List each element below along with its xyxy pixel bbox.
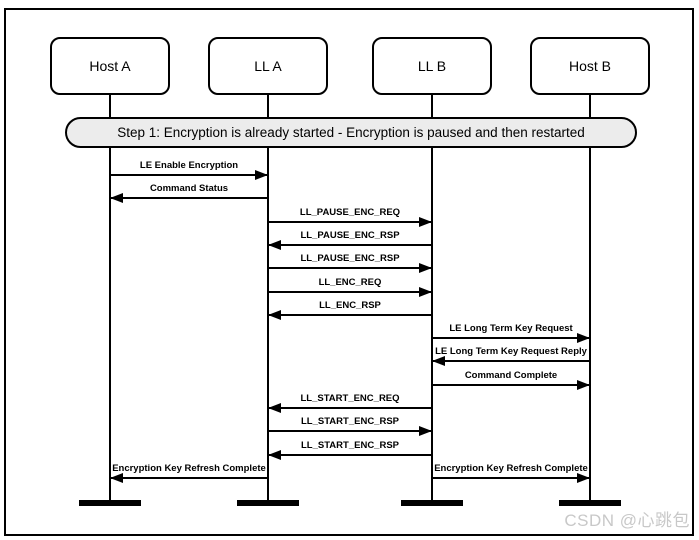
message-label: LL_START_ENC_RSP — [300, 416, 399, 428]
message-arrow-line — [268, 220, 432, 223]
arrowhead-icon — [577, 472, 590, 483]
message-arrow-line — [268, 267, 432, 270]
message-arrow-line — [268, 407, 432, 409]
message-label: LL_PAUSE_ENC_REQ — [299, 206, 401, 218]
message-label: LL_START_ENC_RSP — [300, 439, 399, 451]
arrowhead-icon — [419, 263, 432, 274]
message-arrow-line — [268, 243, 432, 246]
lifeline-end-bar — [401, 500, 463, 506]
arrowhead-icon — [268, 239, 281, 250]
arrowhead-icon — [110, 472, 123, 483]
lifeline — [109, 95, 111, 502]
lifeline — [431, 95, 433, 502]
message-label: Encryption Key Refresh Complete — [434, 462, 588, 474]
message-label: LE Enable Encryption — [139, 160, 239, 171]
message-label: LL_ENC_REQ — [318, 276, 382, 288]
message-arrow-line — [268, 430, 432, 433]
lifeline — [267, 95, 269, 502]
message-arrow-line — [110, 476, 268, 479]
lifeline-end-bar — [559, 500, 621, 506]
arrowhead-icon — [255, 170, 268, 180]
message-arrow-line — [110, 174, 268, 176]
message-arrow-line — [432, 476, 590, 479]
arrowhead-icon — [432, 356, 445, 367]
message-label: LE Long Term Key Request — [449, 323, 573, 335]
arrowhead-icon — [419, 426, 432, 437]
message-arrow-line — [268, 453, 432, 456]
diagram-border — [4, 8, 694, 536]
arrowhead-icon — [577, 333, 590, 344]
arrowhead-icon — [110, 193, 123, 204]
lifeline-end-bar — [237, 500, 299, 506]
actor-box: Host B — [530, 37, 650, 95]
lifeline — [589, 95, 591, 502]
message-label: LL_PAUSE_ENC_RSP — [300, 229, 400, 241]
arrowhead-icon — [577, 379, 590, 390]
watermark-text: CSDN @心跳包 — [564, 511, 690, 530]
actor-box: Host A — [50, 37, 170, 95]
message-arrow-line — [110, 197, 268, 200]
message-label: Command Status — [149, 183, 229, 195]
actor-box: LL A — [208, 37, 328, 95]
message-label: LL_START_ENC_REQ — [300, 393, 400, 404]
arrowhead-icon — [268, 449, 281, 460]
message-label: LL_PAUSE_ENC_RSP — [300, 253, 400, 265]
message-arrow-line — [268, 290, 432, 293]
message-arrow-line — [432, 360, 590, 363]
arrowhead-icon — [268, 309, 281, 320]
step-banner: Step 1: Encryption is already started - … — [65, 117, 637, 148]
lifeline-end-bar — [79, 500, 141, 506]
message-label: LE Long Term Key Request Reply — [435, 346, 587, 358]
message-arrow-line — [432, 337, 590, 340]
message-label: LL_ENC_RSP — [319, 299, 381, 311]
message-arrow-line — [268, 313, 432, 316]
arrowhead-icon — [419, 286, 432, 297]
message-arrow-line — [432, 383, 590, 386]
message-label: Command Complete — [464, 369, 558, 381]
arrowhead-icon — [268, 403, 281, 413]
message-label: Encryption Key Refresh Complete — [112, 462, 266, 474]
arrowhead-icon — [419, 216, 432, 227]
actor-box: LL B — [372, 37, 492, 95]
